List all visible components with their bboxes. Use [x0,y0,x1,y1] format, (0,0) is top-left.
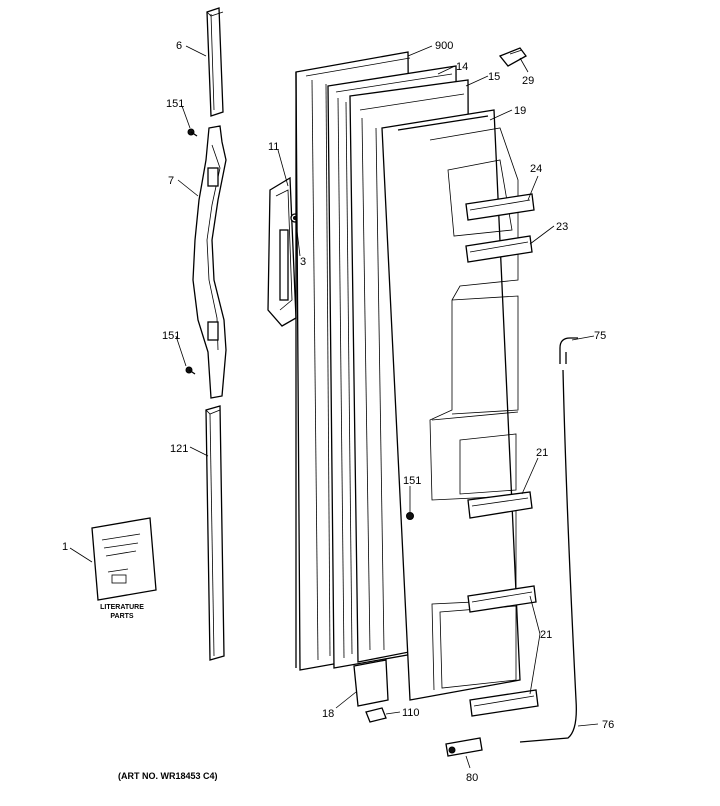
part-11-stop-bracket [267,176,297,327]
callout-151-liner: 151 [403,475,421,487]
callout-29: 29 [522,75,534,87]
part-29-clip [498,47,527,67]
part-23-shelf-bar [465,235,533,263]
callout-76: 76 [602,719,614,731]
callout-15: 15 [488,71,500,83]
callout-1: 1 [62,541,68,553]
art-number: (ART NO. WR18453 C4) [118,771,218,781]
callout-3: 3 [300,256,306,268]
callout-11: 11 [268,141,279,153]
callout-121: 121 [170,443,188,455]
callout-80: 80 [466,772,478,784]
part-24-shelf-bar [465,193,535,221]
part-110-cap [365,707,387,723]
callouts: 6 151 7 151 121 1 11 3 900 14 15 29 19 2… [62,40,614,784]
callout-14: 14 [456,61,468,73]
callout-6: 6 [176,40,182,52]
part-75-wire [519,337,578,743]
part-121-bottom-trim [205,405,225,661]
callout-24: 24 [530,163,542,175]
callout-23: 23 [556,221,568,233]
callout-151-upper: 151 [166,98,184,110]
callout-110: 110 [402,707,420,719]
literature-label-line1: LITERATURE [100,604,144,611]
callout-75: 75 [594,330,606,342]
part-151-screw-liner [406,512,414,520]
literature-label-line2: PARTS [110,613,134,620]
part-151-screw-upper [187,128,198,137]
callout-21-upper: 21 [536,447,548,459]
callout-18: 18 [322,708,334,720]
leader-lines [69,45,599,769]
part-18-door-bottom [353,659,389,707]
part-151-screw-lower [185,366,196,375]
part-21-shelf-bar-middle [467,585,537,613]
part-80-fitting [445,737,483,757]
part-1-literature-booklet [91,517,157,601]
callout-19: 19 [514,105,526,117]
callout-151-lower: 151 [162,330,180,342]
callout-21-lower: 21 [540,629,552,641]
part-21-shelf-bar-upper [467,491,533,519]
callout-7: 7 [168,175,174,187]
part-6-top-trim [206,7,224,117]
part-7-handle [192,125,227,399]
callout-900: 900 [435,40,453,52]
part-21-shelf-bar-lower [469,689,539,717]
